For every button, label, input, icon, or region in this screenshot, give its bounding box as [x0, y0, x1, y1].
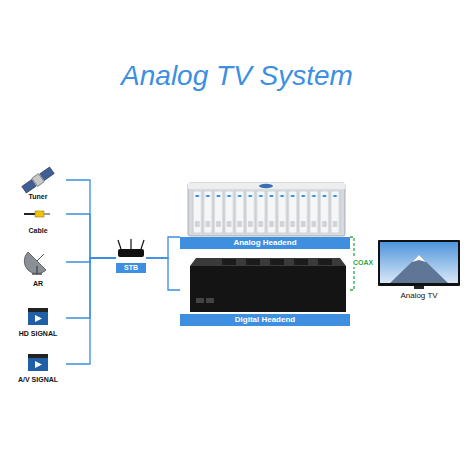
clapper-top [28, 308, 48, 312]
solar-panel [40, 167, 54, 180]
chassis-top [188, 183, 345, 189]
dish-stand [36, 266, 38, 274]
signal-line [66, 258, 116, 364]
diagram-title: Analog TV System [0, 60, 474, 92]
dish-arm [37, 254, 44, 261]
router-icon [118, 239, 144, 257]
cable-icon [24, 211, 50, 217]
chassis [190, 266, 346, 312]
source-icon: Cable [10, 205, 66, 235]
node-label: Cable [28, 227, 47, 235]
signal-line [66, 214, 116, 258]
node-label: Analog TV [400, 291, 437, 301]
node-label: Digital Headend [180, 314, 350, 326]
dish-reflector [24, 252, 46, 274]
source-icon: A/V SIGNAL [10, 352, 66, 384]
media-icon [28, 354, 48, 371]
headend-device: Analog Headend [180, 180, 350, 249]
tv-screen [380, 242, 458, 283]
play-symbol [35, 315, 42, 322]
play-symbol [35, 361, 42, 368]
tv-stand [414, 286, 424, 289]
antenna [141, 240, 144, 249]
fan-grille [270, 259, 284, 265]
fan-grille [222, 259, 236, 265]
fan-grille [246, 259, 260, 265]
mountain [390, 255, 448, 283]
node-label: A/V SIGNAL [18, 376, 58, 384]
media-icon [28, 308, 48, 325]
stb-device: STB [116, 238, 146, 273]
signal-line [146, 258, 180, 290]
front-port [196, 298, 204, 303]
router-body [118, 249, 144, 257]
tv-display: Analog TV [372, 238, 466, 301]
line-label: COAX [352, 258, 374, 267]
source-icon: AR [10, 246, 66, 288]
clapper-body [28, 358, 48, 371]
brand-logo [259, 184, 273, 188]
digital-headend-device [190, 258, 346, 312]
antenna [118, 240, 121, 249]
fan-grille [318, 259, 332, 265]
tv-icon [378, 240, 460, 289]
chassis [188, 183, 345, 236]
analog-headend-device [188, 183, 345, 236]
module-rack [192, 191, 341, 233]
clapper-top [28, 354, 48, 358]
source-icon: Tuner [10, 166, 66, 201]
signal-line [146, 237, 180, 258]
node-label: HD SIGNAL [19, 330, 58, 338]
signal-line [66, 258, 116, 318]
node-label: Tuner [29, 193, 48, 201]
satellite-icon [21, 166, 55, 194]
dish-base [32, 273, 42, 275]
clapper-body [28, 312, 48, 325]
dish-icon [24, 252, 46, 274]
front-port [206, 298, 214, 303]
snow-cap [412, 255, 426, 262]
node-label: AR [33, 280, 43, 288]
antenna [130, 239, 131, 249]
signal-line [66, 180, 116, 258]
plug-pin [44, 213, 50, 215]
chassis-top [190, 258, 346, 266]
headend-device: Digital Headend [180, 255, 350, 326]
plug-body [35, 211, 44, 217]
tv-frame [378, 240, 460, 286]
fan-grille [294, 259, 308, 265]
source-icon: HD SIGNAL [10, 306, 66, 338]
node-label: Analog Headend [180, 237, 350, 249]
node-label: STB [116, 263, 146, 273]
cable-wire [24, 213, 36, 215]
